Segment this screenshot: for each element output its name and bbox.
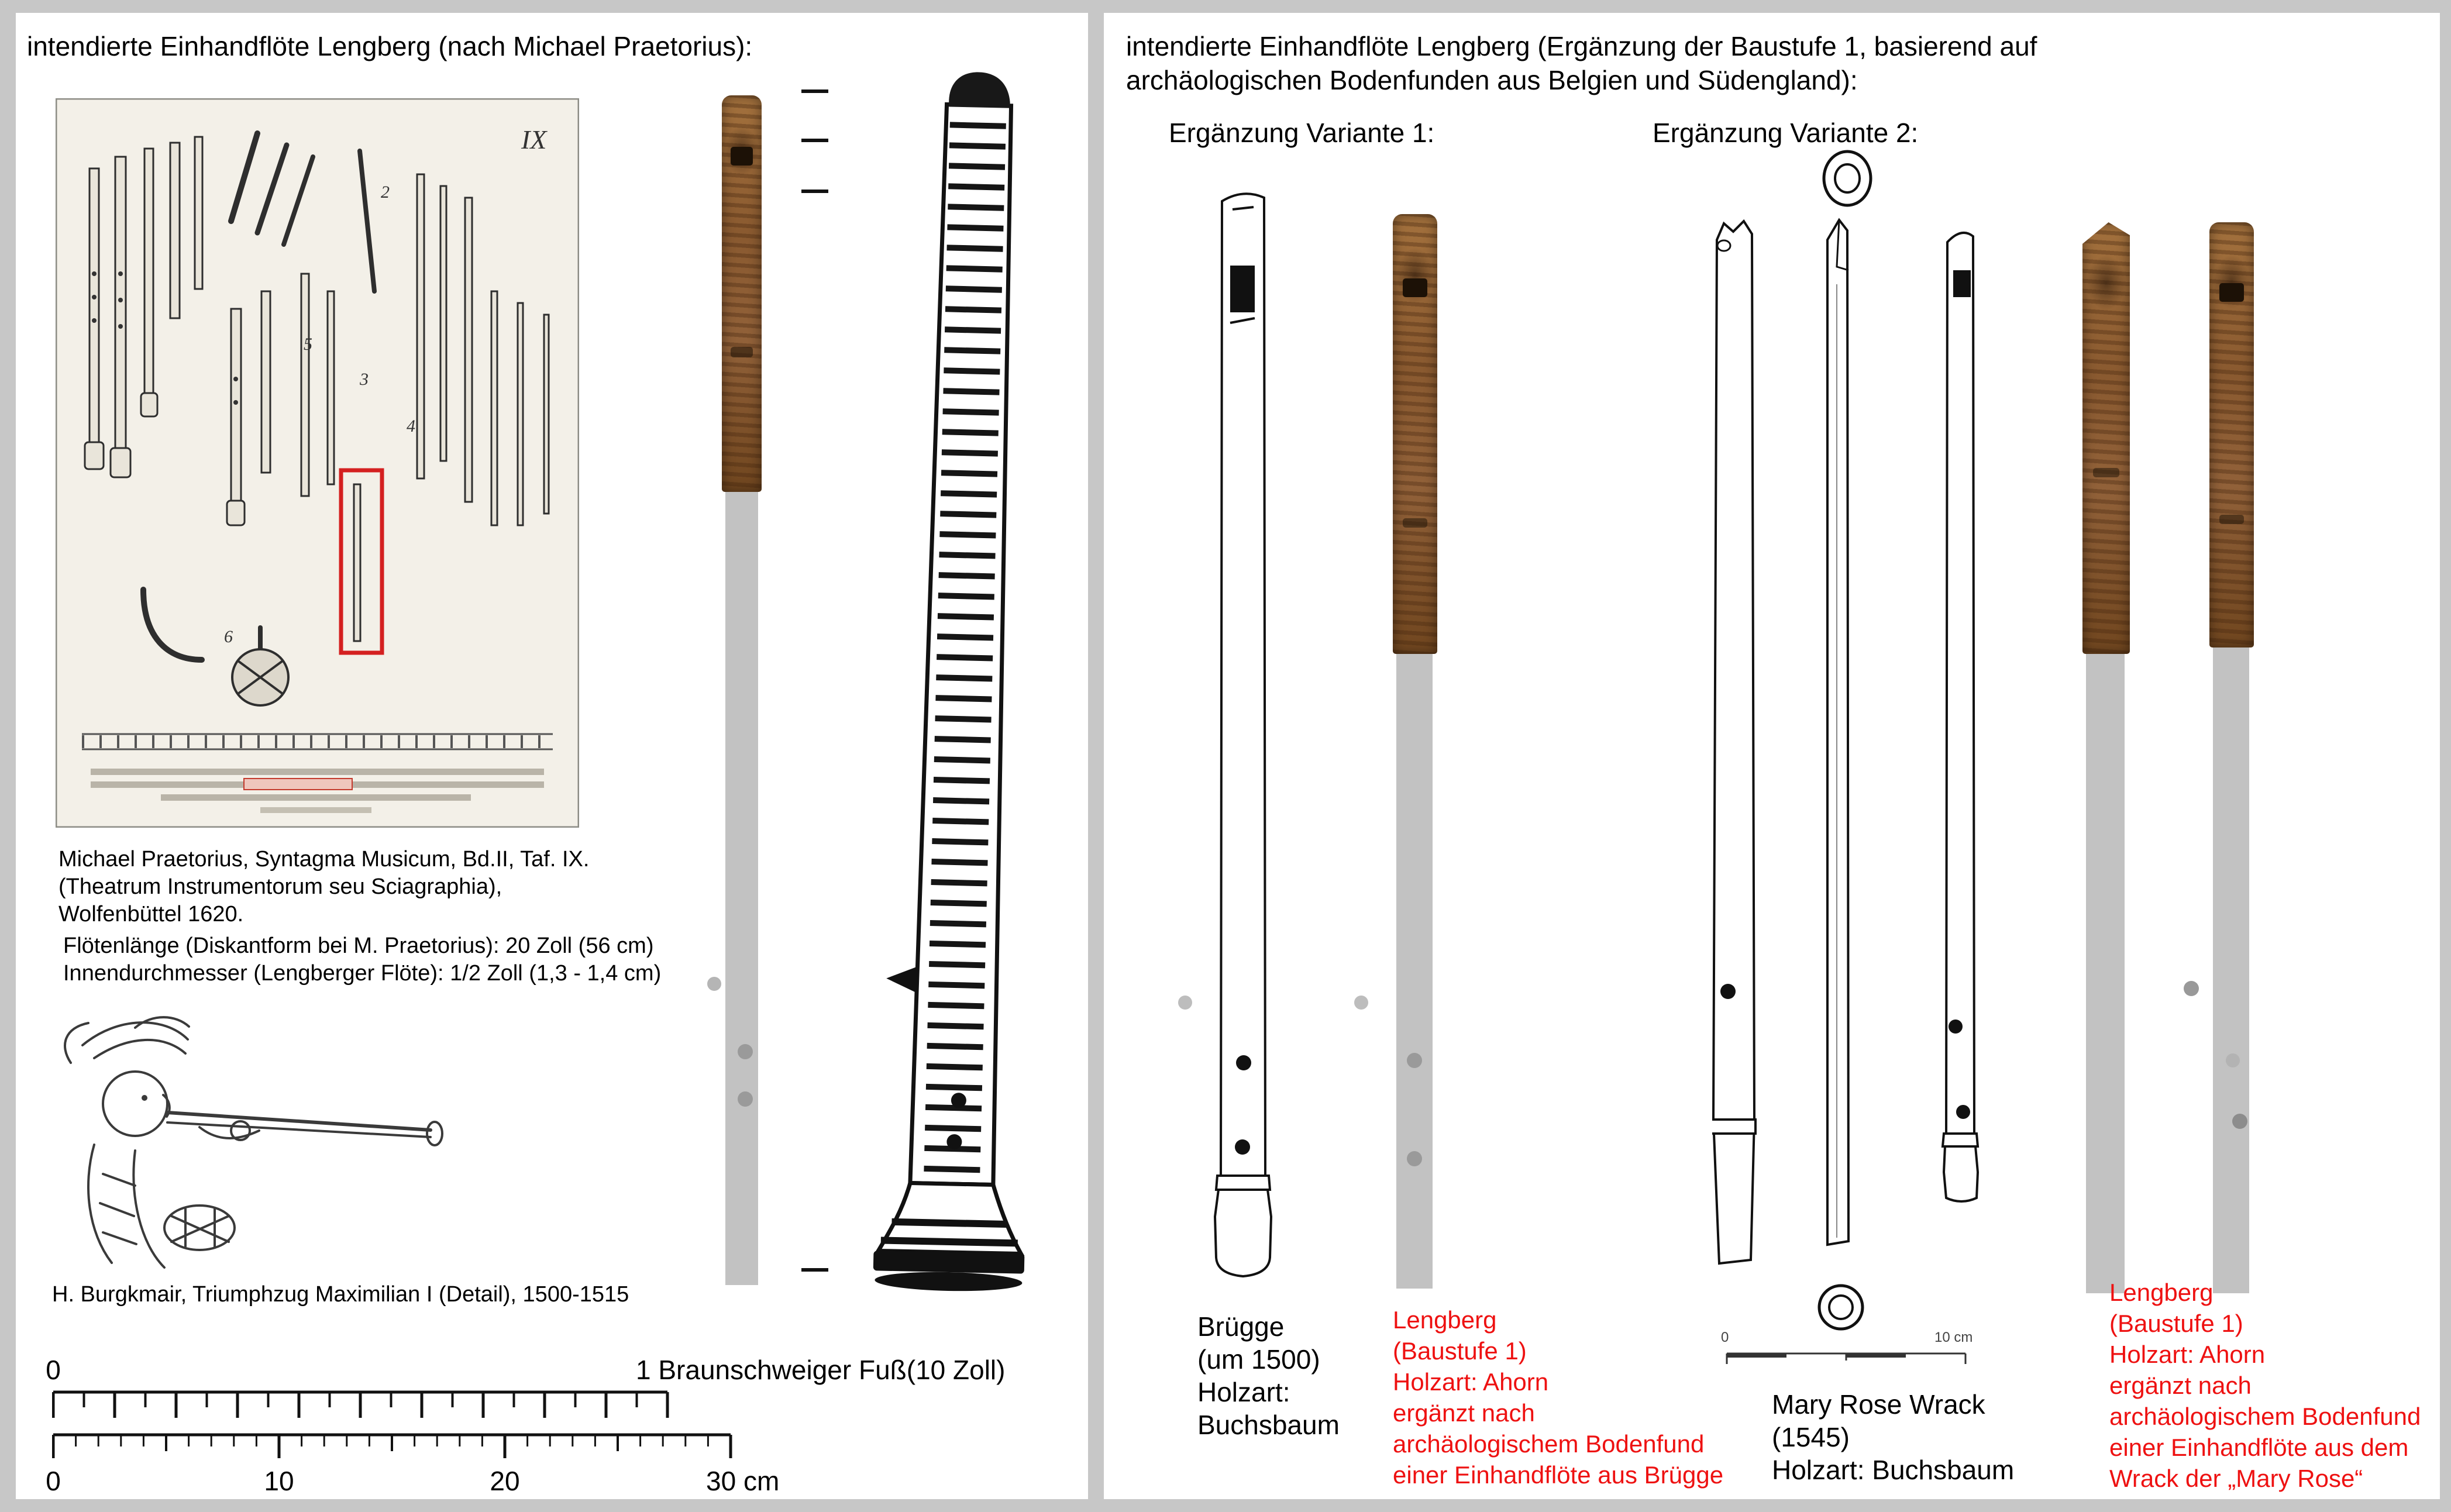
right-panel-title-line: archäologischen Bodenfunden aus Belgien … <box>1126 65 1858 95</box>
variant1-reconstruction-label: Lengberg (Baustufe 1) Holzart: Ahorn erg… <box>1393 1304 1723 1490</box>
maryrose-flute-profile-drawing <box>1826 218 1850 1246</box>
variant2-source-label: Mary Rose Wrack (1545) Holzart: Buchsbau… <box>1772 1388 2014 1486</box>
right-panel: intendierte Einhandflöte Lengberg (Ergän… <box>1104 13 2440 1499</box>
praetorius-caption-line: Michael Praetorius, Syntagma Musicum, Bd… <box>58 847 590 872</box>
woodcut-item-number: 4 <box>407 416 415 436</box>
variant1-reconstruction-line: Holzart: Ahorn <box>1393 1368 1549 1396</box>
right-panel-title-line: intendierte Einhandflöte Lengberg (Ergän… <box>1126 31 2037 61</box>
marker-dot <box>738 1044 753 1059</box>
cm-ruler-tick-label: 0 <box>46 1466 61 1496</box>
variant1-reconstruction-line: ergänzt nach <box>1393 1399 1535 1427</box>
lengberg-extension-variant2-b <box>2213 647 2249 1293</box>
variant1-reconstruction-line: (Baustufe 1) <box>1393 1337 1527 1365</box>
woodcut-item-number: 3 <box>359 370 369 389</box>
lengberg-extension-variant1 <box>1396 654 1433 1289</box>
cm-ruler-tick-label: 10 <box>264 1466 294 1496</box>
praetorius-woodcut-image: IX 2 3 4 5 6 <box>56 98 579 828</box>
marker-dot <box>1354 996 1368 1010</box>
praetorius-caption-line: Wolfenbüttel 1620. <box>58 902 244 927</box>
measurement-line: Innendurchmesser (Lengberger Flöte): 1/2… <box>63 961 662 986</box>
variant1-source-label: Brügge (um 1500) Holzart: Buchsbaum <box>1197 1310 1340 1441</box>
maryrose-flute-back-drawing <box>1941 231 1980 1203</box>
reference-dash <box>801 1268 828 1272</box>
variant2-source-line: Holzart: Buchsbaum <box>1772 1455 2015 1485</box>
lengberg-photo-variant1 <box>1393 214 1437 654</box>
measurement-line: Flötenlänge (Diskantform bei M. Praetori… <box>63 934 654 958</box>
marker-dot <box>738 1091 753 1107</box>
reference-dash <box>801 190 828 193</box>
brugge-flute-drawing <box>1213 192 1273 1278</box>
variant2-heading: Ergänzung Variante 2: <box>1653 118 1919 148</box>
measurement-notes: Flötenlänge (Diskantform bei M. Praetori… <box>63 932 661 987</box>
cm-ruler-tick-label: 30 cm <box>706 1466 780 1496</box>
lengberg-extension-variant2-a <box>2086 654 2125 1293</box>
marker-dot <box>2184 981 2199 996</box>
marker-dot <box>1178 996 1192 1010</box>
foot-ruler-zero: 0 <box>46 1355 61 1385</box>
cm-ruler-scale <box>52 1433 732 1458</box>
variant2-reconstruction-label: Lengberg (Baustufe 1) Holzart: Ahorn erg… <box>2109 1277 2421 1494</box>
variant1-reconstruction-line: Lengberg <box>1393 1306 1497 1334</box>
wood-crack <box>2219 515 2245 524</box>
flute-window-hole <box>2219 283 2245 302</box>
scale-bar-line <box>1726 1352 1967 1364</box>
marker-dot <box>1407 1053 1422 1068</box>
lengberg-extension-bar <box>725 492 758 1285</box>
cm-ruler-tick-label: 20 <box>490 1466 520 1496</box>
burgkmair-woodcut-image <box>64 1016 443 1269</box>
variant1-heading: Ergänzung Variante 1: <box>1169 118 1435 148</box>
variant2-reconstruction-line: (Baustufe 1) <box>2109 1310 2243 1337</box>
left-panel-title: intendierte Einhandflöte Lengberg (nach … <box>27 31 753 61</box>
wood-crack <box>730 347 753 357</box>
maryrose-flute-front-drawing <box>1712 219 1757 1265</box>
variant1-source-line: Brügge <box>1197 1311 1285 1342</box>
woodcut-item-number: 6 <box>224 627 233 646</box>
wood-crack <box>1402 518 1428 528</box>
marker-dot <box>1407 1151 1422 1166</box>
woodcut-item-number: 5 <box>304 335 312 354</box>
variant1-source-line: Buchsbaum <box>1197 1410 1340 1440</box>
variant2-reconstruction-line: einer Einhandflöte aus dem <box>2109 1434 2409 1461</box>
foot-ruler-label: 1 Braunschweiger Fuß(10 Zoll) <box>636 1355 1006 1385</box>
variant1-source-line: (um 1500) <box>1197 1344 1320 1375</box>
maryrose-foot-ring-drawing <box>1817 1284 1864 1331</box>
wood-crack <box>2092 468 2120 477</box>
maryrose-head-ring-drawing <box>1822 150 1872 207</box>
variant2-reconstruction-line: ergänzt nach <box>2109 1372 2252 1399</box>
praetorius-caption-line: (Theatrum Instrumentorum seu Sciagraphia… <box>58 874 502 899</box>
scale-bar-zero: 0 <box>1721 1330 1729 1345</box>
lengberg-photo-variant2-b <box>2209 222 2254 647</box>
woodcut-plate-number: IX <box>521 125 548 154</box>
variant1-reconstruction-line: archäologischem Bodenfund <box>1393 1430 1705 1458</box>
flute-window-hole <box>730 147 753 166</box>
marker-dot <box>707 977 721 991</box>
lengberg-fragment-photo <box>722 95 762 492</box>
flute-window-hole <box>1402 278 1428 297</box>
variant1-reconstruction-line: einer Einhandflöte aus Brügge <box>1393 1461 1724 1489</box>
reference-dash <box>801 89 828 93</box>
variant1-source-line: Holzart: <box>1197 1377 1290 1407</box>
scale-bar-max: 10 cm <box>1934 1330 1973 1345</box>
foot-ruler-scale <box>52 1390 669 1418</box>
variant2-reconstruction-line: Lengberg <box>2109 1279 2214 1306</box>
marker-dot <box>2232 1114 2247 1129</box>
marker-dot <box>2226 1053 2240 1067</box>
variant2-reconstruction-line: Holzart: Ahorn <box>2109 1341 2266 1368</box>
variant2-source-line: Mary Rose Wrack <box>1772 1389 1985 1420</box>
lengberg-photo-variant2-a <box>2082 222 2130 654</box>
praetorius-caption: Michael Praetorius, Syntagma Musicum, Bd… <box>58 846 589 928</box>
woodcut-red-highlight-box <box>339 468 384 655</box>
burgkmair-caption: H. Burgkmair, Triumphzug Maximilian I (D… <box>52 1282 629 1307</box>
reference-dash <box>801 139 828 142</box>
woodcut-item-number: 2 <box>381 182 390 202</box>
praetorius-flute-drawing <box>873 72 1025 1291</box>
variant2-source-line: (1545) <box>1772 1422 1850 1452</box>
right-panel-title: intendierte Einhandflöte Lengberg (Ergän… <box>1126 29 2037 97</box>
woodcut-red-highlighted-caption <box>243 778 353 790</box>
left-panel: intendierte Einhandflöte Lengberg (nach … <box>16 13 1088 1499</box>
variant2-reconstruction-line: Wrack der „Mary Rose“ <box>2109 1465 2363 1492</box>
variant2-reconstruction-line: archäologischem Bodenfund <box>2109 1403 2421 1430</box>
